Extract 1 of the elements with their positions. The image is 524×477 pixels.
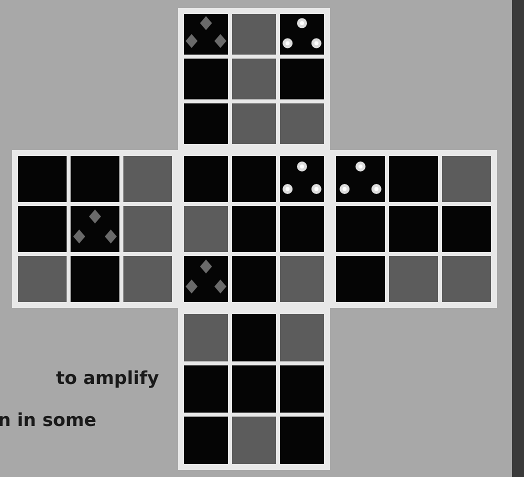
body-text: to amplify (56, 368, 159, 389)
